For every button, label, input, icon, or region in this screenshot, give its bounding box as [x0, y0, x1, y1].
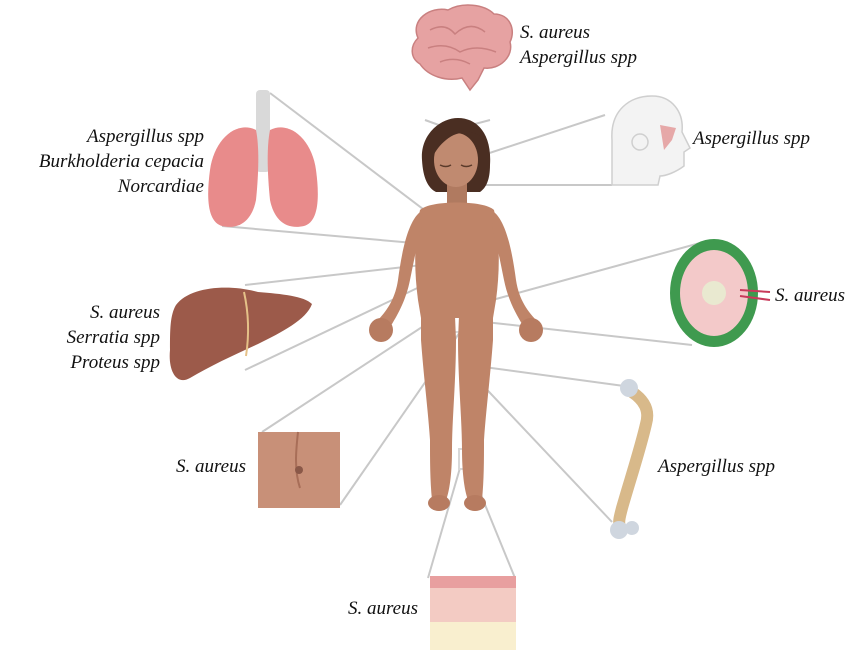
liver-label: S. aureus Serratia spp Proteus spp — [40, 300, 160, 375]
brain-label-line-1: S. aureus — [520, 22, 591, 43]
lungs-label-line-2: Burkholderia cepacia — [38, 151, 204, 172]
connector-lines — [221, 92, 701, 579]
liver-icon — [169, 287, 312, 381]
lymph-node-label-line-1: S. aureus — [775, 285, 846, 306]
head-profile-icon — [611, 95, 691, 186]
liver-label-line-3: Proteus spp — [70, 352, 160, 373]
brain-label: S. aureus Aspergillus spp — [520, 20, 637, 70]
perianal-label: S. aureus — [150, 454, 246, 479]
perianal-skin-icon — [258, 431, 340, 508]
lungs-icon — [208, 90, 318, 227]
face-label-line-1: Aspergillus spp — [693, 128, 810, 149]
child-body-icon — [369, 118, 543, 511]
lymph-node-label: S. aureus — [775, 283, 845, 308]
lymph-node-icon — [670, 239, 771, 347]
liver-label-line-2: Serratia spp — [66, 327, 160, 348]
lungs-label-line-3: Norcardiae — [117, 176, 204, 197]
lungs-label-line-1: Aspergillus spp — [87, 126, 204, 147]
bone-label-line-1: Aspergillus spp — [658, 456, 775, 477]
perianal-label-line-1: S. aureus — [175, 456, 246, 477]
lungs-label: Aspergillus spp Burkholderia cepacia Nor… — [6, 124, 204, 199]
face-label: Aspergillus spp — [693, 126, 810, 151]
skin-section-icon — [430, 576, 516, 650]
brain-label-line-2: Aspergillus spp — [520, 47, 637, 68]
skin-label: S. aureus — [318, 596, 418, 621]
skin-label-line-1: S. aureus — [347, 598, 418, 619]
bone-label: Aspergillus spp — [658, 454, 775, 479]
femur-bone-icon — [610, 379, 654, 539]
liver-label-line-1: S. aureus — [89, 302, 160, 323]
brain-icon — [411, 4, 514, 92]
